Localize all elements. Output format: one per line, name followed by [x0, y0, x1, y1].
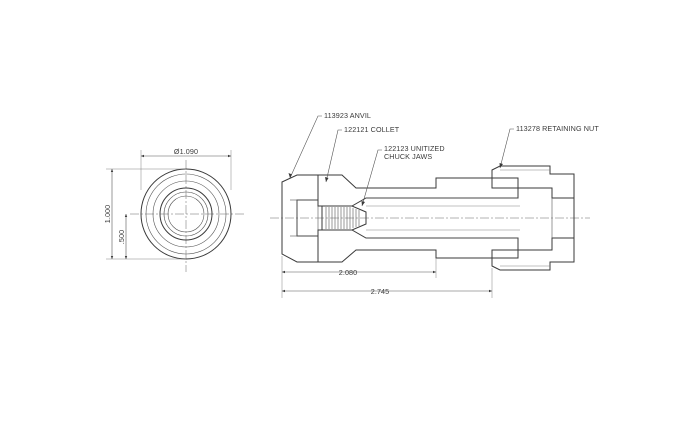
collet-lower	[317, 229, 519, 263]
anvil-part	[281, 174, 319, 263]
length-overall-label: 2.745	[371, 287, 390, 296]
height-label: 1.000	[103, 205, 112, 224]
callout-collet: 122121 COLLET	[325, 125, 400, 183]
half-height-dimension: .500	[117, 214, 128, 259]
callout-chuck-jaws: 122123 UNITIZED CHUCK JAWS	[361, 144, 445, 207]
length-inner-label: 2.080	[339, 268, 358, 277]
jaws-callout-line2: CHUCK JAWS	[384, 152, 432, 161]
collet-callout-label: 122121 COLLET	[344, 125, 400, 134]
half-height-label: .500	[117, 230, 126, 244]
length-dimension-overall: 2.745	[282, 287, 492, 296]
jaws-callout-line1: 122123 UNITIZED	[384, 144, 445, 153]
collet-upper	[317, 174, 519, 207]
retaining-nut-upper	[491, 165, 575, 199]
retaining-nut-lower	[491, 237, 575, 271]
diameter-label: Ø1.090	[174, 147, 198, 156]
section-view	[270, 165, 590, 271]
callout-anvil: 113923 ANVIL	[288, 111, 371, 179]
anvil-callout-label: 113923 ANVIL	[324, 111, 371, 120]
nut-callout-label: 113278 RETAINING NUT	[516, 124, 599, 133]
diameter-dimension: Ø1.090	[140, 147, 232, 190]
chuck-jaws	[321, 205, 367, 231]
height-dimension: 1.000	[103, 168, 186, 260]
end-view	[130, 160, 244, 272]
callout-retaining-nut: 113278 RETAINING NUT	[499, 124, 599, 169]
